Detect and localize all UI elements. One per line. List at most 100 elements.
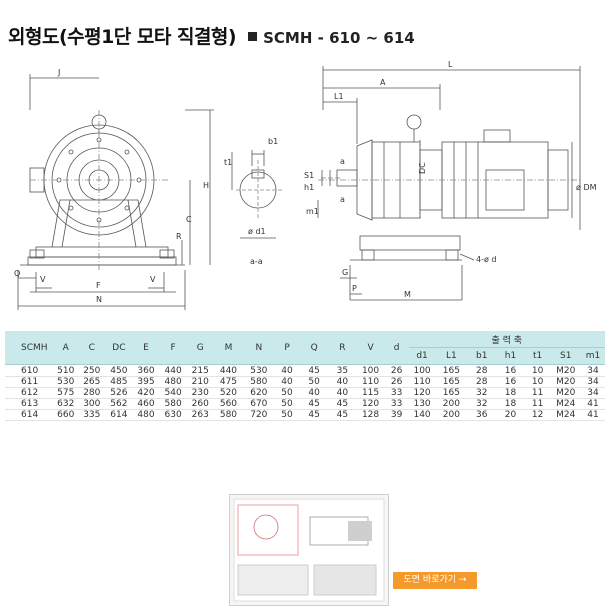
- table-cell: 39: [390, 410, 403, 420]
- table-header-output-group: 출 력 축: [408, 331, 605, 348]
- view-drawing-button[interactable]: 도면 바로가기 →: [393, 572, 477, 589]
- table-cell: M24: [556, 410, 576, 420]
- table-cell: 440: [219, 366, 238, 376]
- table-cell: 33: [390, 388, 403, 398]
- table-header-cell: E: [133, 331, 160, 365]
- table-cell: 210: [191, 377, 209, 387]
- table-cell: 630: [164, 410, 182, 420]
- table-cell: 45: [308, 410, 320, 420]
- table-cell: 34: [587, 388, 599, 398]
- section-mark-a-top: a: [340, 157, 345, 166]
- table-cell: 10: [531, 377, 544, 387]
- title-main: 외형도(수평1단 모타 직결형): [8, 26, 237, 48]
- thumbnail-preview: [233, 498, 385, 602]
- dim-label-j: J: [57, 68, 60, 77]
- dim-label-m: M: [404, 290, 411, 299]
- table-cell: 110: [361, 377, 380, 387]
- table-cell: 632: [57, 399, 75, 409]
- title-model: SCMH - 610 ~ 614: [263, 29, 415, 47]
- drawing-thumbnail[interactable]: [229, 494, 389, 606]
- table-cell: 165: [442, 377, 460, 387]
- dim-label-holes: 4-ø d: [476, 255, 497, 264]
- front-view: [17, 74, 214, 310]
- table-cell: 50: [281, 388, 293, 398]
- table-header-cell: C: [78, 331, 105, 365]
- table-cell: 110: [413, 377, 431, 387]
- table-cell: 580: [219, 410, 238, 420]
- table-cell: 575: [57, 388, 75, 398]
- table-cell: 460: [137, 399, 155, 409]
- table-cell: 28: [475, 377, 488, 387]
- table-cell: 720: [250, 410, 268, 420]
- table-cell: 50: [281, 410, 293, 420]
- table-cell: 200: [442, 399, 460, 409]
- dim-label-v-left: V: [40, 275, 46, 284]
- table-cell: 165: [442, 388, 460, 398]
- table-cell: 480: [164, 377, 182, 387]
- front-view-labels: J H C R Q V F V N: [14, 68, 209, 304]
- dim-label-t1: t1: [224, 158, 232, 167]
- table-header-cell: P: [274, 331, 301, 365]
- table-cell: 280: [83, 388, 101, 398]
- table-cell: 480: [137, 410, 155, 420]
- table-cell: 263: [191, 410, 209, 420]
- table-cell: 250: [83, 366, 101, 376]
- table-cell: 530: [57, 377, 75, 387]
- table-cell: 530: [250, 366, 268, 376]
- table-cell: 33: [390, 399, 403, 409]
- table-cell: 215: [191, 366, 209, 376]
- table-header-cell: V: [356, 331, 385, 365]
- table-cell: 18: [504, 399, 517, 409]
- side-view-labels: L A L1 DC a a S1 h1 m1 ø DM G 4-ø d P M: [304, 60, 597, 299]
- table-cell: 40: [281, 366, 293, 376]
- table-cell: 510: [57, 366, 75, 376]
- table-cell: 130: [413, 399, 431, 409]
- table-cell: 34: [587, 366, 599, 376]
- table-cell: 612: [21, 388, 39, 398]
- table-cell: 335: [83, 410, 101, 420]
- side-view: [317, 66, 581, 301]
- table-header-cell: L1: [435, 347, 468, 365]
- table-header-cell: S1: [550, 347, 581, 365]
- table-cell: 610: [21, 366, 39, 376]
- table-cell: 12: [531, 410, 544, 420]
- table-cell: 560: [219, 399, 238, 409]
- table-header-cell: d: [384, 331, 409, 365]
- table-cell: M20: [556, 377, 576, 387]
- table-cell: 128: [361, 410, 380, 420]
- dim-label-l1: L1: [334, 92, 344, 101]
- shaft-section: [231, 150, 282, 239]
- table-cell: 614: [21, 410, 39, 420]
- table-cell: 580: [250, 377, 268, 387]
- table-cell: 360: [137, 366, 155, 376]
- table-header-cell: R: [328, 331, 357, 365]
- table-cell: 20: [504, 410, 517, 420]
- dim-label-q: Q: [14, 269, 20, 278]
- table-cell: 562: [110, 399, 128, 409]
- table-cell: 485: [110, 377, 128, 387]
- table-cell: 300: [83, 399, 101, 409]
- table-header-cell: Q: [300, 331, 329, 365]
- dim-label-m1: m1: [306, 207, 319, 216]
- table-cell: 120: [413, 388, 431, 398]
- technical-drawing: J H C R Q V F V N b1 t1 ø d1 a-a: [14, 60, 597, 310]
- dim-label-a: A: [380, 78, 386, 87]
- table-cell: 395: [137, 377, 155, 387]
- table-cell: 11: [531, 399, 544, 409]
- table-cell: 45: [308, 366, 320, 376]
- dim-label-p: P: [352, 284, 357, 293]
- dim-label-dm: ø DM: [576, 183, 597, 192]
- dim-label-n: N: [96, 295, 102, 304]
- table-cell: 32: [475, 388, 488, 398]
- dim-label-s1: S1: [304, 171, 314, 180]
- dim-label-c: C: [186, 215, 192, 224]
- table-cell: 580: [164, 399, 182, 409]
- dim-label-b1: b1: [268, 137, 278, 146]
- table-cell: 40: [308, 388, 320, 398]
- table-cell: 540: [164, 388, 182, 398]
- table-header-cell: t1: [524, 347, 551, 365]
- table-cell: 120: [361, 399, 380, 409]
